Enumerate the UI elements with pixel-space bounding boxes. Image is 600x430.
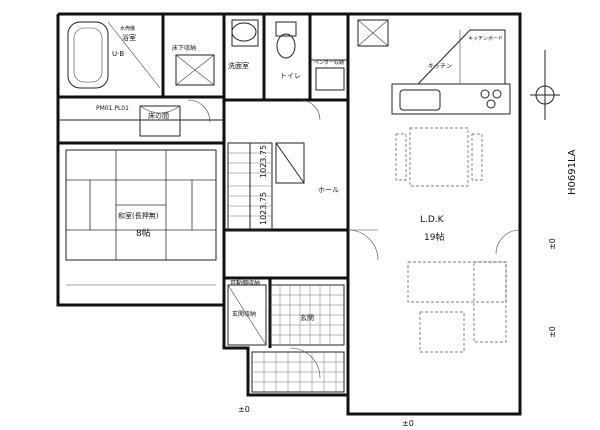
label-hall: ホール (318, 186, 339, 194)
level-mid: ±0 (548, 326, 557, 338)
level-far: ±0 (238, 405, 250, 414)
label-ldk: L.D.K (420, 215, 445, 225)
label-tokonoma: 床の間 (148, 111, 169, 120)
label-closet-top: 可動棚収納 (230, 279, 260, 287)
genkan-tile (227, 284, 345, 393)
dimension-labels: 1023.75 1023.75 ±0 ±0 ±0 ±0 H0691LA (238, 145, 578, 428)
kitchen-counter (391, 29, 511, 115)
room-labels: 浴室 U·B 水売機 床下収納 洗面室 トイレ ペンダー収納 キッチンボード キ… (96, 25, 503, 322)
stairs (227, 142, 305, 231)
level-bottom: ±0 (402, 419, 414, 428)
label-storage-under-floor: 床下収納 (172, 44, 196, 52)
label-washitsu: 和室(長押無) (118, 211, 159, 220)
level-right: ±0 (548, 238, 557, 250)
interior-walls (58, 14, 350, 414)
label-washitsu-size: 8帖 (136, 227, 151, 239)
label-bath: 浴室 (122, 33, 136, 42)
dim-stair-upper: 1023.75 (259, 145, 268, 178)
label-water-dev: 水売機 (120, 25, 135, 32)
label-bath-sub: U·B (112, 50, 124, 58)
label-ldk-size: 19帖 (424, 231, 444, 243)
bathroom-fixtures (67, 19, 389, 91)
living-sofa (407, 261, 507, 353)
label-pm: PM01.PL01 (96, 105, 129, 112)
label-toilet: トイレ (280, 72, 301, 80)
dining-table (395, 127, 483, 187)
label-kitchen: キッチン (428, 63, 452, 70)
drawing-code: H0691LA (567, 149, 578, 195)
dim-stair-lower: 1023.75 (259, 192, 268, 225)
label-kitchen-shelf: キッチンボード (468, 35, 503, 42)
label-genkan: 玄関 (300, 313, 314, 322)
label-washroom: 洗面室 (228, 61, 249, 70)
outer-walls (56, 12, 522, 416)
door-swings (187, 50, 560, 379)
tokonoma (139, 105, 181, 137)
tatami-room (65, 149, 217, 286)
label-shelf-storage: ペンダー収納 (314, 59, 344, 66)
label-genkan-storage: 玄関収納 (232, 310, 256, 318)
